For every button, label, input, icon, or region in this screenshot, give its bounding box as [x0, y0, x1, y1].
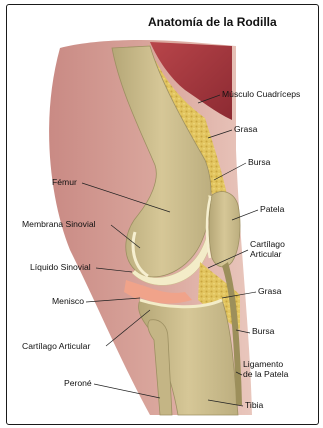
label-articular-cartilage-left: Cartílago Articular: [22, 342, 90, 352]
label-femur: Fémur: [52, 178, 77, 188]
label-fat-upper: Grasa: [234, 125, 257, 135]
label-tibia: Tibia: [245, 401, 263, 411]
label-fibula: Peroné: [64, 379, 92, 389]
label-synovial-membrane: Membrana Sinovial: [22, 220, 96, 230]
label-articular-cartilage-right-2: Articular: [250, 250, 282, 260]
diagram-title: Anatomía de la Rodilla: [148, 15, 277, 29]
label-bursa-lower: Bursa: [252, 327, 274, 337]
label-meniscus: Menisco: [52, 297, 84, 307]
label-bursa-upper: Bursa: [248, 158, 270, 168]
label-patellar-ligament-2: de la Patela: [243, 370, 288, 380]
label-quadriceps: Músculo Cuadríceps: [222, 90, 300, 100]
label-fat-middle: Grasa: [258, 287, 281, 297]
label-patella: Patela: [260, 205, 284, 215]
label-synovial-fluid: Líquido Sinovial: [30, 263, 91, 273]
